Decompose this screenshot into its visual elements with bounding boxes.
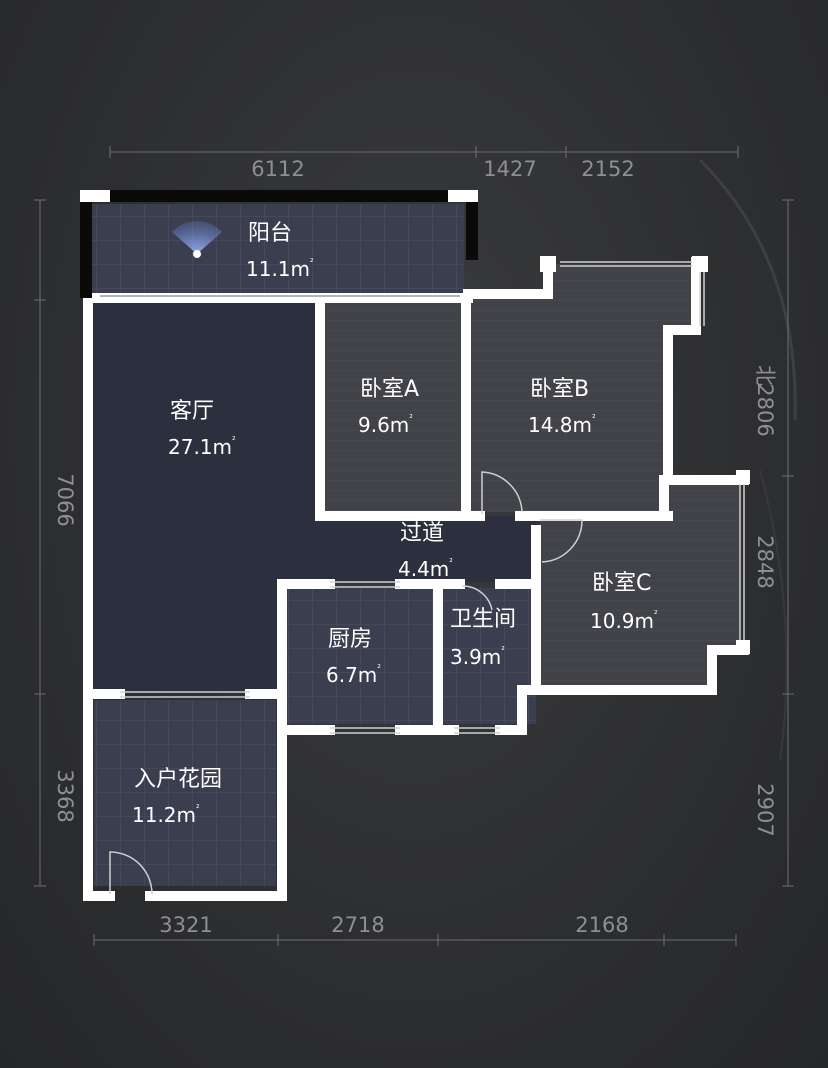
walls bbox=[83, 257, 749, 901]
doors bbox=[109, 471, 583, 895]
room-area-living: 27.1m² bbox=[168, 435, 236, 459]
compass-north-label: 北 bbox=[753, 365, 777, 386]
room-area-bedroom-c: 10.9m² bbox=[590, 609, 658, 633]
room-name-kitchen: 厨房 bbox=[328, 627, 372, 652]
dim-bottom-2: 2718 bbox=[331, 913, 384, 937]
room-name-bathroom: 卫生间 bbox=[450, 607, 516, 632]
dim-left-2: 3368 bbox=[53, 769, 77, 822]
camera-position-dot bbox=[193, 250, 201, 258]
floor-bedroom-c bbox=[540, 480, 740, 686]
door-entry bbox=[109, 851, 153, 895]
dim-top-3: 2152 bbox=[581, 157, 634, 181]
dimension-lines bbox=[34, 146, 794, 946]
floor-balcony bbox=[92, 204, 464, 296]
room-area-bedroom-a: 9.6m² bbox=[358, 413, 413, 437]
dim-bottom-3: 2168 bbox=[575, 913, 628, 937]
room-name-corridor: 过道 bbox=[400, 521, 444, 546]
dim-top-1: 6112 bbox=[251, 157, 304, 181]
room-area-bedroom-b: 14.8m² bbox=[528, 413, 596, 437]
floor-corridor bbox=[320, 516, 536, 582]
room-area-entry-garden: 11.2m² bbox=[132, 803, 200, 827]
window-caps bbox=[540, 256, 750, 654]
room-area-bathroom: 3.9m² bbox=[450, 645, 505, 669]
room-area-corridor: 4.4m² bbox=[398, 557, 453, 581]
room-area-balcony: 11.1m² bbox=[246, 257, 314, 281]
dim-bottom-1: 3321 bbox=[159, 913, 212, 937]
windows bbox=[100, 261, 745, 734]
room-name-bedroom-b: 卧室B bbox=[530, 377, 589, 402]
room-labels: 阳台 11.1m² 客厅 27.1m² 卧室A 9.6m² 卧室B 14.8m²… bbox=[132, 221, 658, 827]
room-name-living: 客厅 bbox=[170, 399, 214, 424]
dim-right-1: 2806 bbox=[753, 383, 777, 436]
dim-right-3: 2907 bbox=[753, 783, 777, 836]
compass-arc bbox=[698, 158, 797, 421]
floor-kitchen bbox=[286, 588, 434, 724]
room-name-entry-garden: 入户花园 bbox=[134, 767, 222, 792]
dim-top-2: 1427 bbox=[483, 157, 536, 181]
balcony-frame bbox=[80, 190, 478, 298]
camera-view-icon bbox=[172, 221, 222, 254]
room-name-balcony: 阳台 bbox=[248, 221, 292, 246]
door-bathroom bbox=[461, 585, 493, 611]
dim-right-2: 2848 bbox=[753, 535, 777, 588]
door-bedroom-c bbox=[540, 519, 583, 563]
door-bedroom-b bbox=[481, 471, 523, 514]
compass-arc-outer bbox=[759, 469, 788, 761]
room-area-kitchen: 6.7m² bbox=[326, 663, 381, 687]
floor-bedroom-b bbox=[470, 264, 696, 512]
floor-bedroom-a bbox=[324, 302, 464, 514]
room-name-bedroom-c: 卧室C bbox=[592, 571, 651, 596]
room-name-bedroom-a: 卧室A bbox=[360, 377, 419, 402]
floor-entry-garden bbox=[94, 700, 276, 886]
dim-left-1: 7066 bbox=[53, 473, 77, 526]
